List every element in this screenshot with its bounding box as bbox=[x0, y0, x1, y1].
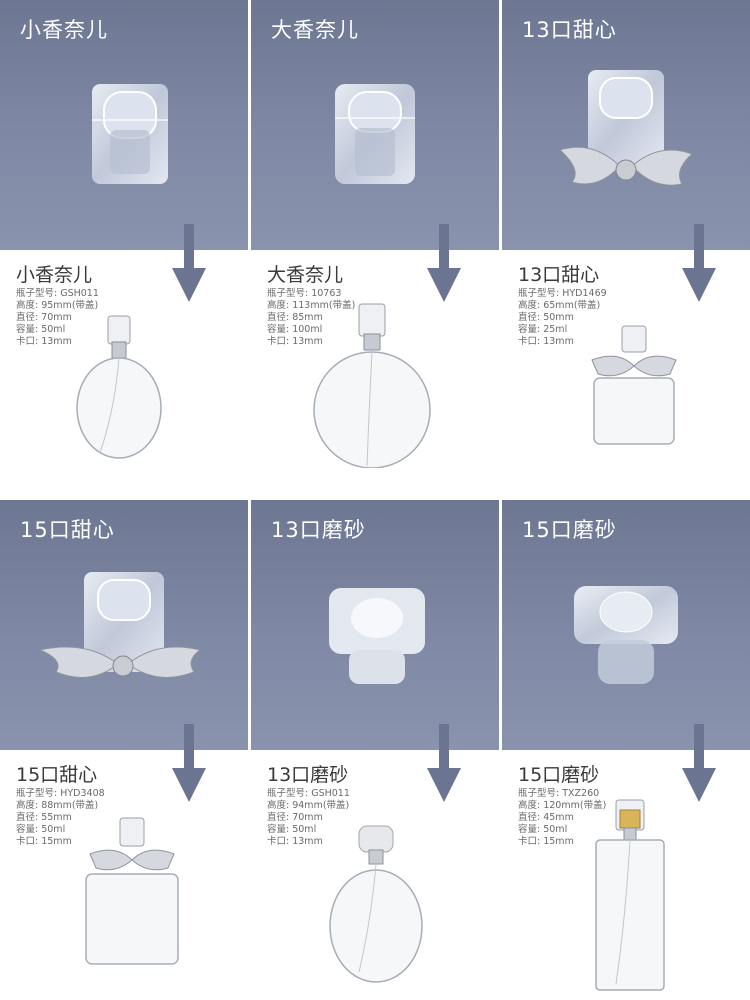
cap-band-bottom: 15口甜心 13口磨砂 15口磨砂 bbox=[0, 500, 750, 750]
down-arrow-icon bbox=[427, 224, 461, 302]
square-cap-image bbox=[574, 586, 678, 684]
bottle-specs: 瓶子型号: TXZ260 高度: 120mm(带盖) 直径: 45mm 容量: … bbox=[518, 788, 606, 848]
frosted-bottle-image bbox=[329, 825, 423, 983]
bow-cap-image bbox=[38, 572, 202, 678]
cap-title: 小香奈儿 bbox=[20, 18, 108, 42]
bottle-specs: 瓶子型号: HYD1469 高度: 65mm(带盖) 直径: 50mm 容量: … bbox=[518, 288, 607, 348]
spec-model: 瓶子型号: HYD3408 bbox=[16, 788, 105, 799]
down-arrow-icon bbox=[682, 224, 716, 302]
bottle-specs: 瓶子型号: GSH011 高度: 95mm(带盖) 直径: 70mm 容量: 5… bbox=[16, 288, 99, 348]
bow-bottle-image bbox=[85, 817, 179, 965]
cap-title: 13口甜心 bbox=[522, 18, 617, 42]
bow-cap-image bbox=[559, 70, 693, 186]
cap-panel-1: 小香奈儿 bbox=[0, 0, 248, 250]
cap-panel-6: 15口磨砂 bbox=[502, 500, 750, 750]
spec-capacity: 容量: 50ml bbox=[267, 824, 317, 835]
spec-diameter: 直径: 70mm bbox=[16, 312, 72, 323]
bottle-name: 小香奈儿 bbox=[16, 264, 93, 286]
bottle-name: 13口甜心 bbox=[518, 264, 600, 286]
spec-neck: 卡口: 13mm bbox=[16, 336, 72, 347]
spec-model: 瓶子型号: HYD1469 bbox=[518, 288, 607, 299]
spec-neck: 卡口: 13mm bbox=[267, 836, 323, 847]
spec-neck: 卡口: 15mm bbox=[16, 836, 72, 847]
cap-title: 13口磨砂 bbox=[271, 518, 366, 542]
spec-height: 高度: 88mm(带盖) bbox=[16, 800, 99, 811]
bow-bottle-image bbox=[591, 325, 677, 445]
round-bottle-image bbox=[313, 303, 431, 468]
bottle-name: 13口磨砂 bbox=[267, 764, 349, 786]
bottle-name: 15口磨砂 bbox=[518, 764, 600, 786]
bottle-card-6: 15口磨砂 瓶子型号: TXZ260 高度: 120mm(带盖) 直径: 45m… bbox=[502, 724, 750, 1000]
down-arrow-icon bbox=[172, 224, 206, 302]
cap-panel-4: 15口甜心 bbox=[0, 500, 248, 750]
spec-model: 瓶子型号: GSH011 bbox=[267, 788, 350, 799]
cap-title: 15口磨砂 bbox=[522, 518, 617, 542]
spec-capacity: 容量: 50ml bbox=[16, 324, 66, 335]
square-cap-image bbox=[335, 84, 415, 184]
spec-neck: 卡口: 13mm bbox=[518, 336, 574, 347]
bottle-card-5: 13口磨砂 瓶子型号: GSH011 高度: 94mm(带盖) 直径: 70mm… bbox=[251, 724, 499, 1000]
down-arrow-icon bbox=[172, 724, 206, 802]
bottle-card-4: 15口甜心 瓶子型号: HYD3408 高度: 88mm(带盖) 直径: 55m… bbox=[0, 724, 248, 1000]
down-arrow-icon bbox=[682, 724, 716, 802]
bottle-name: 大香奈儿 bbox=[267, 264, 344, 286]
bottle-card-3: 13口甜心 瓶子型号: HYD1469 高度: 65mm(带盖) 直径: 50m… bbox=[502, 224, 750, 500]
spec-diameter: 直径: 45mm bbox=[518, 812, 574, 823]
bottle-specs: 瓶子型号: GSH011 高度: 94mm(带盖) 直径: 70mm 容量: 5… bbox=[267, 788, 350, 848]
round-bottle-image bbox=[76, 315, 162, 459]
cap-band-top: 小香奈儿 大香奈儿 13口甜心 bbox=[0, 0, 750, 250]
down-arrow-icon bbox=[427, 724, 461, 802]
spec-diameter: 直径: 55mm bbox=[16, 812, 72, 823]
spec-capacity: 容量: 100ml bbox=[267, 324, 323, 335]
frosted-cap-image bbox=[329, 588, 425, 684]
cap-title: 15口甜心 bbox=[20, 518, 115, 542]
cap-title: 大香奈儿 bbox=[271, 18, 359, 42]
cap-panel-5: 13口磨砂 bbox=[251, 500, 499, 750]
cap-panel-3: 13口甜心 bbox=[502, 0, 750, 250]
tall-bottle-image bbox=[595, 799, 665, 991]
spec-diameter: 直径: 50mm bbox=[518, 312, 574, 323]
spec-diameter: 直径: 85mm bbox=[267, 312, 323, 323]
bottle-card-1: 小香奈儿 瓶子型号: GSH011 高度: 95mm(带盖) 直径: 70mm … bbox=[0, 224, 248, 500]
square-cap-image bbox=[92, 84, 168, 184]
bottle-name: 15口甜心 bbox=[16, 764, 98, 786]
spec-model: 瓶子型号: TXZ260 bbox=[518, 788, 600, 799]
spec-height: 高度: 65mm(带盖) bbox=[518, 300, 601, 311]
spec-model: 瓶子型号: 10763 bbox=[267, 288, 342, 299]
spec-height: 高度: 94mm(带盖) bbox=[267, 800, 350, 811]
bottle-specs: 瓶子型号: HYD3408 高度: 88mm(带盖) 直径: 55mm 容量: … bbox=[16, 788, 105, 848]
bottle-specs: 瓶子型号: 10763 高度: 113mm(带盖) 直径: 85mm 容量: 1… bbox=[267, 288, 355, 348]
spec-height: 高度: 95mm(带盖) bbox=[16, 300, 99, 311]
spec-model: 瓶子型号: GSH011 bbox=[16, 288, 99, 299]
spec-height: 高度: 113mm(带盖) bbox=[267, 300, 356, 311]
spec-capacity: 容量: 50ml bbox=[518, 824, 568, 835]
spec-capacity: 容量: 25ml bbox=[518, 324, 568, 335]
spec-capacity: 容量: 50ml bbox=[16, 824, 66, 835]
spec-diameter: 直径: 70mm bbox=[267, 812, 323, 823]
bottle-card-2: 大香奈儿 瓶子型号: 10763 高度: 113mm(带盖) 直径: 85mm … bbox=[251, 224, 499, 500]
cap-panel-2: 大香奈儿 bbox=[251, 0, 499, 250]
spec-neck: 卡口: 15mm bbox=[518, 836, 574, 847]
spec-neck: 卡口: 13mm bbox=[267, 336, 323, 347]
spec-height: 高度: 120mm(带盖) bbox=[518, 800, 607, 811]
